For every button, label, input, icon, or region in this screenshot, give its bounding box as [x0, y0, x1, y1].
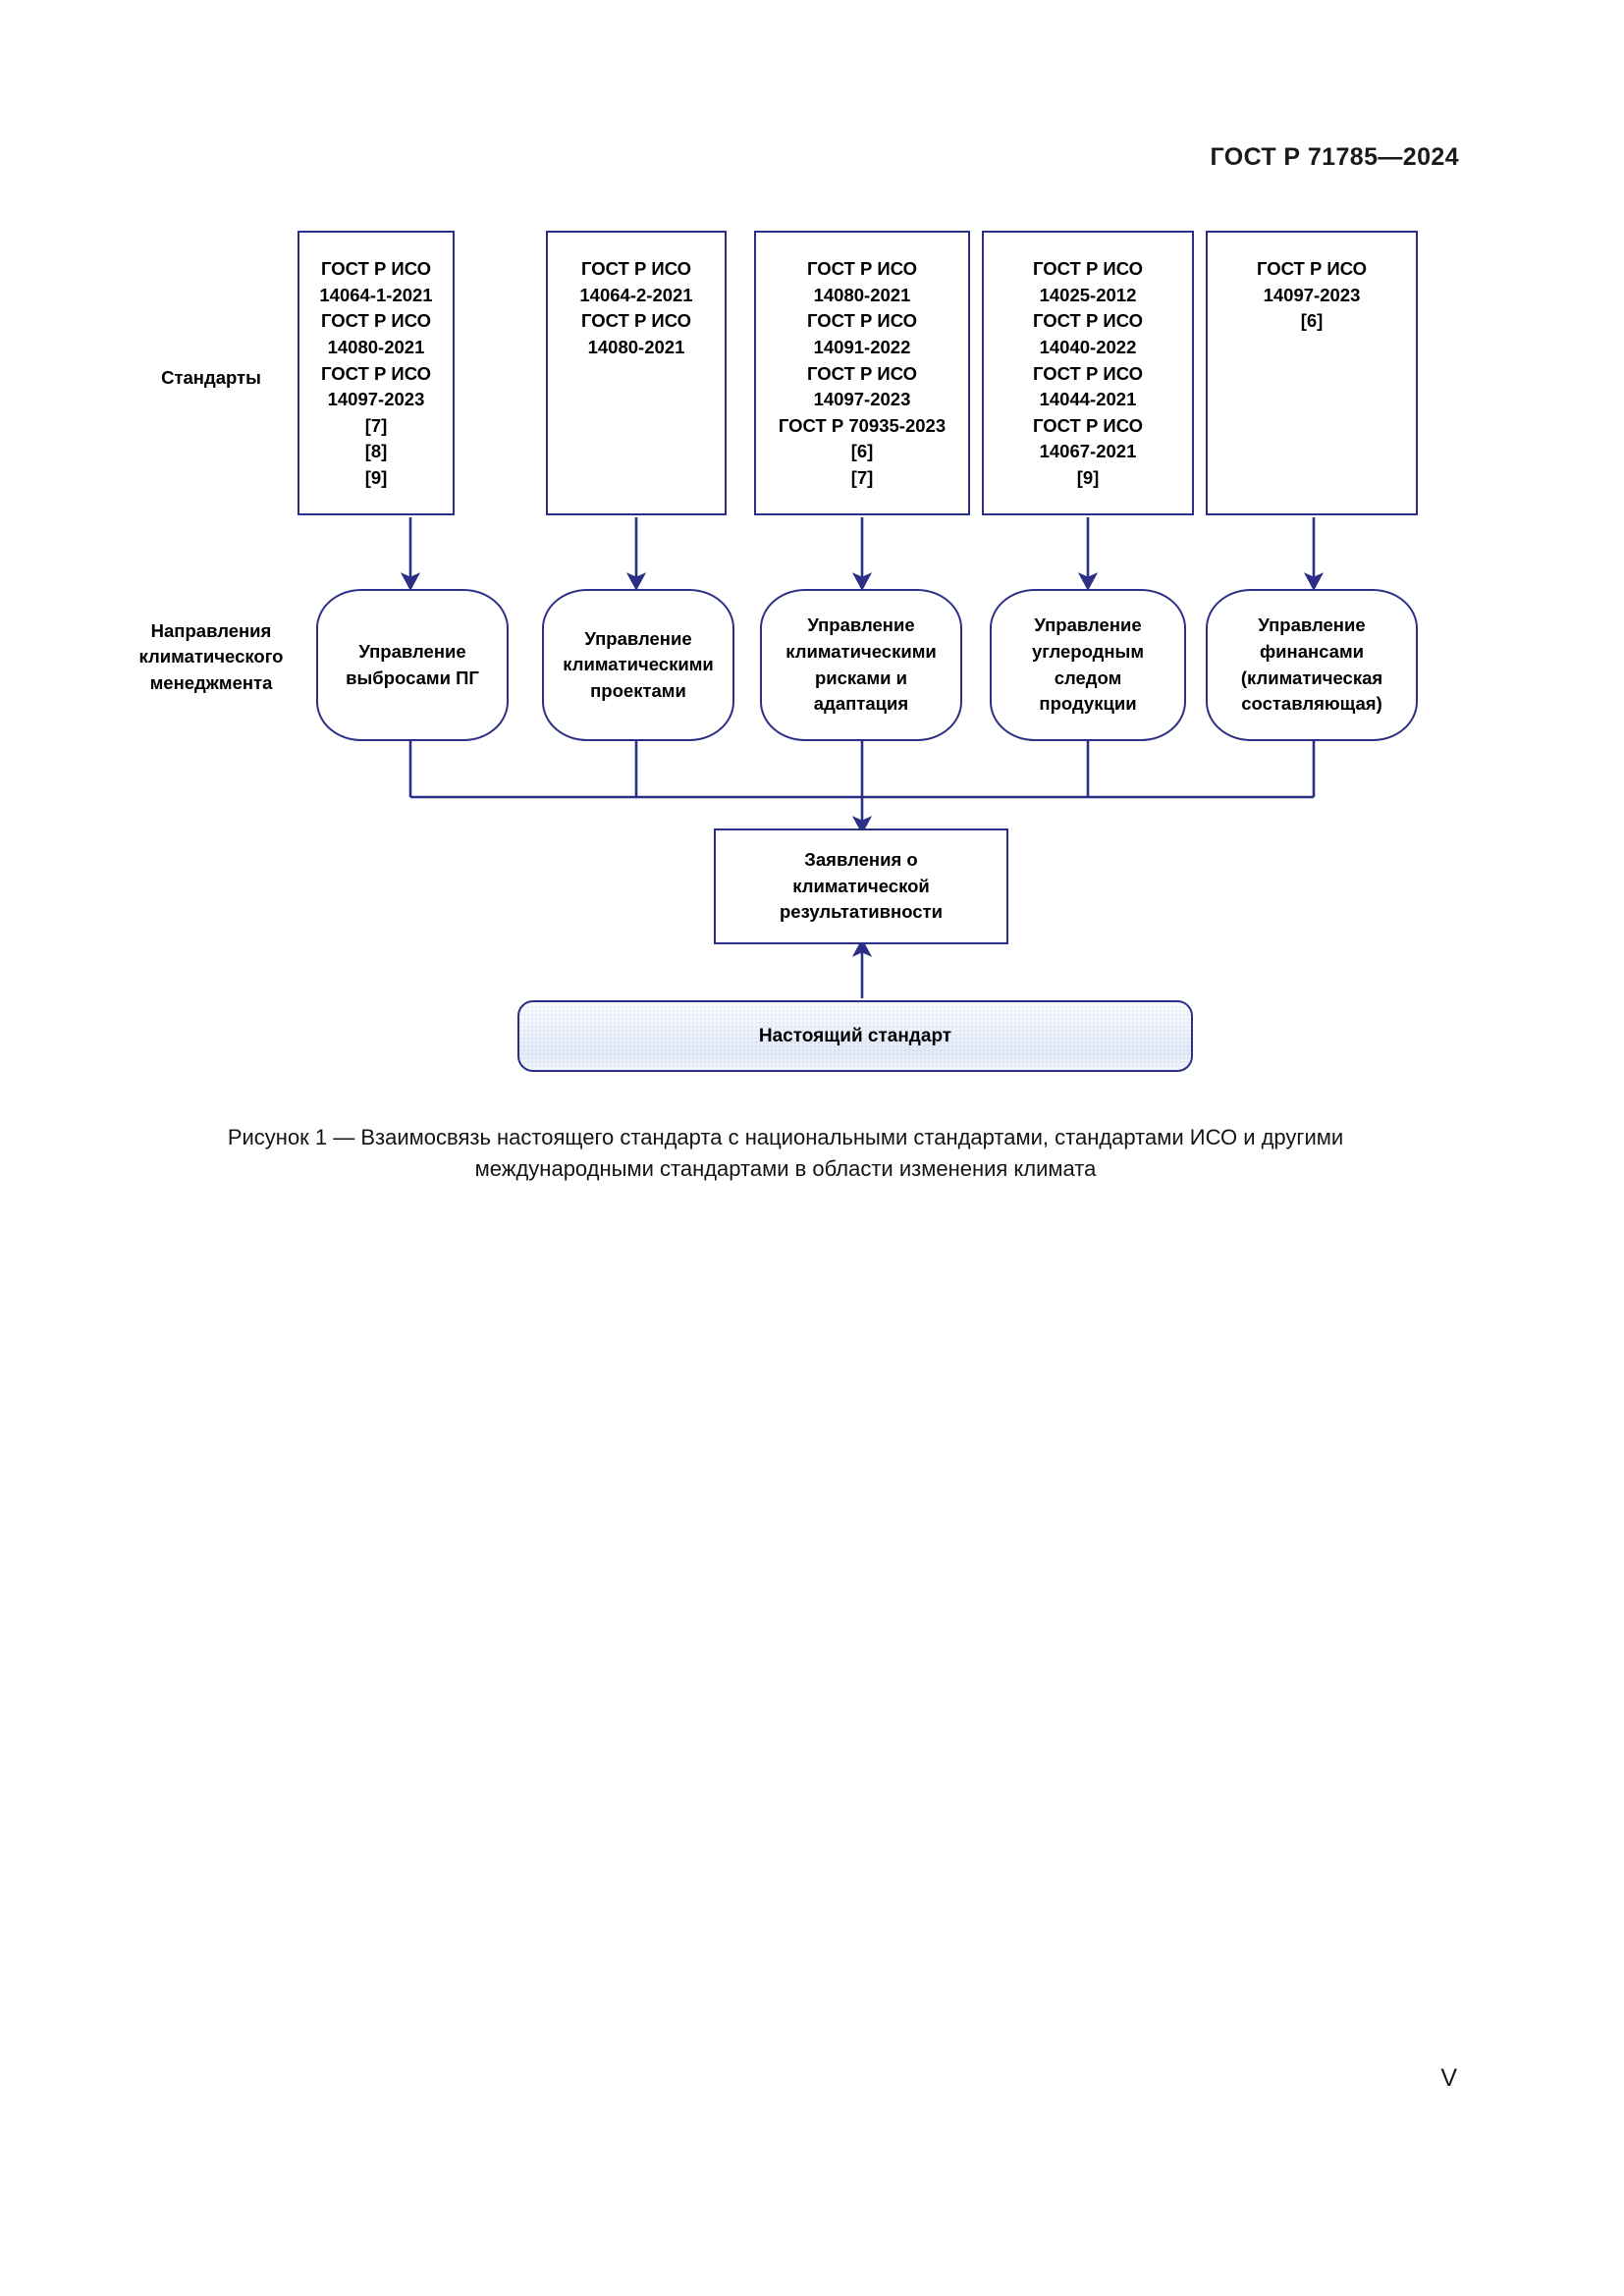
figure-caption: Рисунок 1 — Взаимосвязь настоящего станд…	[227, 1125, 1344, 1182]
direction-box-carbon-footprint: Управление углеродным следом продукции	[990, 589, 1186, 741]
standards-box-1: ГОСТ Р ИСО 14064-1-2021 ГОСТ Р ИСО 14080…	[298, 231, 455, 515]
direction-box-climate-risks: Управление климатическими рисками и адап…	[760, 589, 962, 741]
this-standard-box: Настоящий стандарт	[517, 1000, 1193, 1072]
direction-box-ghg-emissions: Управление выбросами ПГ	[316, 589, 509, 741]
row-label-directions: Направления климатического менеджмента	[138, 620, 284, 693]
page-number: V	[1440, 2064, 1457, 2092]
row-label-standards: Стандарты	[161, 367, 261, 388]
standards-box-5: ГОСТ Р ИСО 14097-2023 [6]	[1206, 231, 1418, 515]
standards-box-2: ГОСТ Р ИСО 14064-2-2021 ГОСТ Р ИСО 14080…	[546, 231, 727, 515]
page-header-standard-number: ГОСТ Р 71785—2024	[1210, 143, 1459, 171]
claims-box-climate-performance: Заявления о климатической результативнос…	[714, 828, 1008, 944]
direction-box-finance: Управление финансами (климатическая сост…	[1206, 589, 1418, 741]
figure-1-diagram: Стандарты Направления климатического мен…	[138, 231, 1418, 1182]
direction-box-climate-projects: Управление климатическими проектами	[542, 589, 734, 741]
this-standard-label: Настоящий стандарт	[758, 1025, 952, 1046]
standards-box-3: ГОСТ Р ИСО 14080-2021 ГОСТ Р ИСО 14091-2…	[754, 231, 970, 515]
standards-box-4: ГОСТ Р ИСО 14025-2012 ГОСТ Р ИСО 14040-2…	[982, 231, 1194, 515]
